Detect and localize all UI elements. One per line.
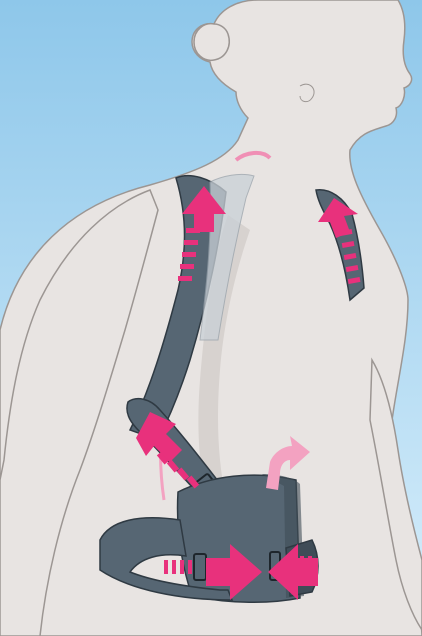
hair-bun — [194, 24, 229, 61]
